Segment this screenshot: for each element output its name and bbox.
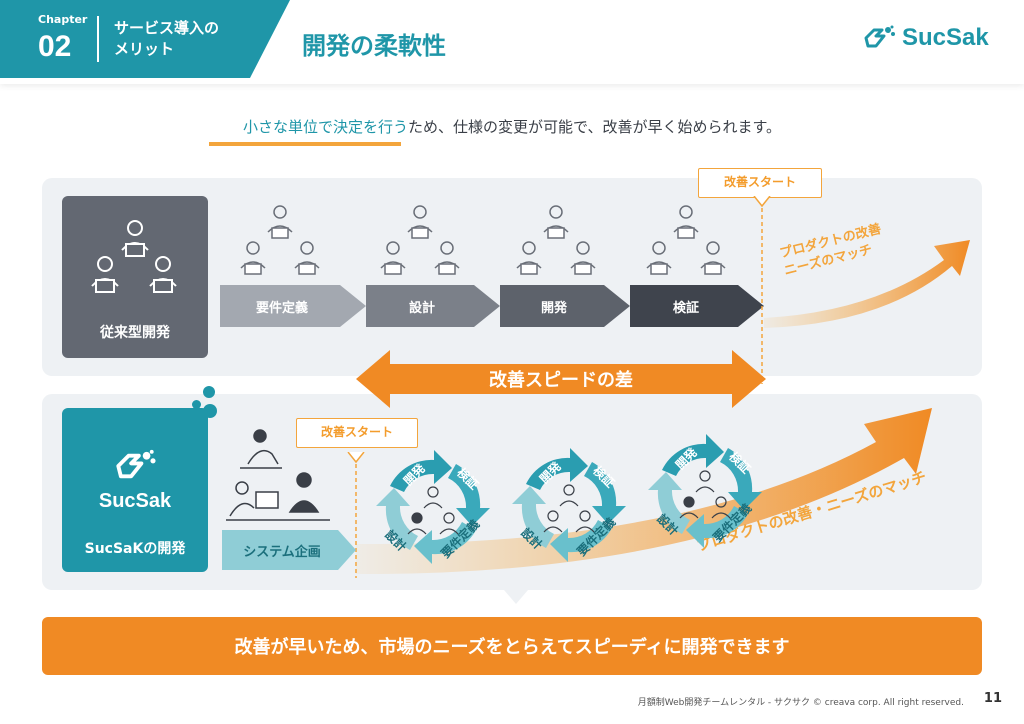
lead-highlight: 小さな単位で決定を行う bbox=[243, 118, 409, 136]
people-group-1 bbox=[240, 205, 320, 275]
meeting-illustration bbox=[226, 429, 330, 521]
lead-text: 小さな単位で決定を行うため、仕様の変更が可能で、改善が早く始められます。 bbox=[0, 116, 1024, 137]
chapter-title-line1: サービス導入の bbox=[114, 19, 220, 37]
step-system-planning: システム企画 bbox=[222, 530, 356, 570]
lead-rest: ため、仕様の変更が可能で、改善が早く始められます。 bbox=[408, 118, 781, 136]
page-number: 11 bbox=[983, 691, 1002, 706]
decor-dot-2 bbox=[192, 400, 201, 409]
sucsak-tile: SucSak SucSaKの開発 bbox=[62, 408, 208, 572]
chapter-label: Chapter bbox=[38, 13, 88, 26]
match-arrow-bottom bbox=[356, 408, 932, 575]
sucsak-logo-icon bbox=[864, 25, 895, 48]
dev-cycle-3: 開発 検証 要件定義 設計 bbox=[644, 430, 766, 552]
step-design: 設計 bbox=[366, 285, 500, 327]
improvement-start-callout-bottom: 改善スタート bbox=[296, 418, 418, 448]
chapter-title: サービス導入の メリット bbox=[114, 18, 219, 60]
step-verification: 検証 bbox=[630, 285, 764, 327]
brand-logo: SucSak bbox=[862, 24, 989, 52]
step-requirements: 要件定義 bbox=[220, 285, 366, 327]
chapter-number: 02 bbox=[38, 30, 72, 63]
sucsak-label: SucSaKの開発 bbox=[84, 541, 186, 557]
dev-cycle-2: 開発 検証 要件定義 設計 bbox=[508, 444, 630, 566]
dev-cycle-1: 開発 検証 要件定義 設計 bbox=[372, 446, 494, 568]
people-group-4 bbox=[646, 205, 726, 275]
speed-difference-arrow bbox=[356, 350, 766, 408]
header: Chapter 02 サービス導入の メリット 開発の柔軟性 SucSak bbox=[0, 0, 1024, 84]
speed-difference-label: 改善スピードの差 bbox=[489, 370, 633, 391]
conclusion-banner: 改善が早いため、市場のニーズをとらえてスピーディに開発できます bbox=[42, 617, 982, 675]
sucsak-logo-icon-white bbox=[116, 449, 156, 479]
cycle-arrows bbox=[512, 448, 626, 562]
people-groups bbox=[240, 205, 726, 275]
chapter-divider bbox=[97, 16, 99, 62]
match-arrow-top bbox=[764, 240, 970, 328]
sucsak-tile-logo: SucSak bbox=[62, 448, 208, 513]
sucsak-tile-logo-text: SucSak bbox=[98, 490, 172, 512]
decor-dot-1 bbox=[203, 386, 215, 398]
improvement-start-callout-top: 改善スタート bbox=[698, 168, 822, 198]
footer-copyright: 月額制Web開発チームレンタル - サクサク © creava corp. Al… bbox=[637, 698, 964, 708]
chapter-title-line2: メリット bbox=[114, 40, 175, 58]
team-icon bbox=[91, 220, 177, 293]
cycle-arrows bbox=[376, 450, 490, 564]
traditional-label: 従来型開発 bbox=[100, 325, 170, 341]
page-title: 開発の柔軟性 bbox=[302, 32, 446, 60]
step-development: 開発 bbox=[500, 285, 630, 327]
chapter-tab: Chapter 02 サービス導入の メリット bbox=[0, 0, 290, 78]
conclusion-notch bbox=[504, 590, 528, 604]
cycle-arrows bbox=[648, 434, 762, 548]
people-group-3 bbox=[516, 205, 596, 275]
lead-underline bbox=[209, 142, 401, 146]
logo-text: SucSak bbox=[902, 24, 989, 51]
callout-pointer-top bbox=[753, 196, 771, 384]
people-group-2 bbox=[380, 205, 460, 275]
traditional-tile: 従来型開発 bbox=[62, 196, 208, 358]
